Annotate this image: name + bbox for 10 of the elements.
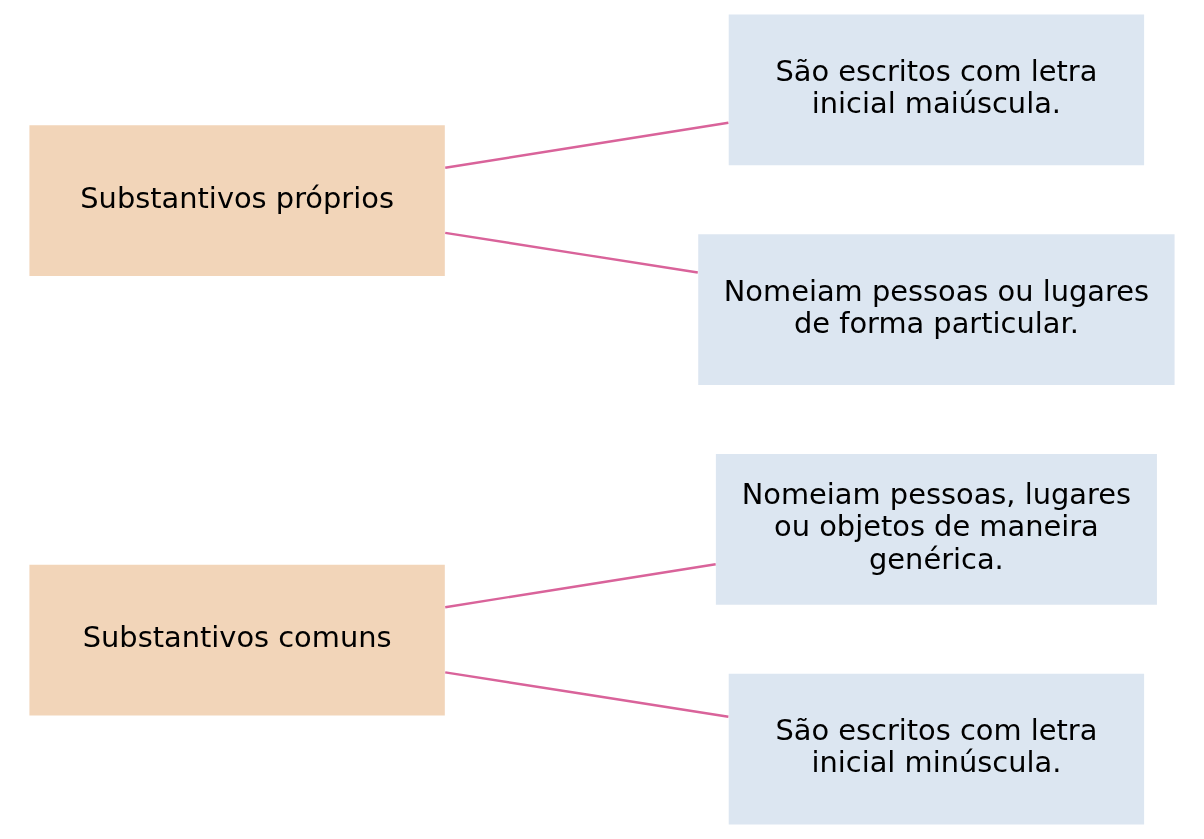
- connector: [445, 231, 698, 274]
- connector: [445, 563, 716, 609]
- node-box: São escritos com letra inicial minúscula.: [728, 673, 1145, 825]
- node-box: Nomeiam pessoas, lugares ou objetos de maneira genérica.: [715, 454, 1157, 605]
- node-box: Substantivos próprios: [29, 125, 445, 276]
- node-box: Substantivos comuns: [29, 564, 445, 716]
- node-box: Nomeiam pessoas ou lugares de forma particular.: [698, 234, 1175, 385]
- connector: [445, 121, 729, 169]
- node-box: São escritos com letra inicial maiúscula.: [728, 14, 1145, 166]
- connector: [445, 671, 729, 718]
